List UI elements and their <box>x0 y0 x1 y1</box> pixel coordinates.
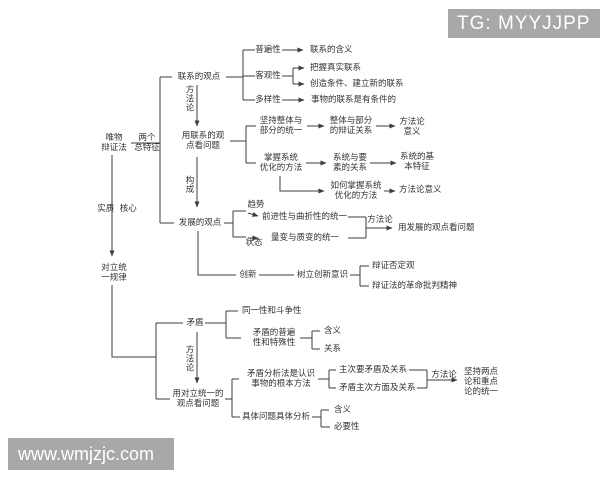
node-analysis-method: 矛盾分析法是认识 事物的根本方法 <box>246 369 316 389</box>
node-quantity-quality: 量变与质变的统一 <box>271 233 340 243</box>
node-identity-struggle: 同一性和斗争性 <box>242 306 302 316</box>
node-relation-1: 关系 <box>324 344 342 354</box>
arrow-connectors <box>109 47 458 384</box>
node-forward-twist: 前进性与曲折性的统一 <box>262 212 348 222</box>
plain-connectors <box>111 49 428 428</box>
node-root: 唯物 辩证法 <box>101 133 127 153</box>
node-method-meaning-1: 方法论 意义 <box>399 117 425 137</box>
node-major-minor: 主次要矛盾及关系 <box>339 365 408 375</box>
node-methodology-3: 方法论 <box>431 370 457 380</box>
node-opposites-law: 对立统 一规律 <box>101 263 127 283</box>
node-development-view: 发展的观点 <box>178 218 222 228</box>
watermark-website: www.wmjzjc.com <box>8 438 174 470</box>
watermark-telegram: TG: MYYJJPP <box>448 9 600 38</box>
node-use-opposites-view: 用对立统一的 观点看问题 <box>172 389 224 409</box>
node-trend: 趋势 <box>247 200 265 210</box>
node-connection-meaning: 联系的含义 <box>310 45 353 55</box>
node-whole-part-relation: 整体与部分 的辩证关系 <box>329 116 373 136</box>
node-connection-view: 联系的观点 <box>177 72 221 82</box>
node-constitute: 构 成 <box>185 176 195 195</box>
node-system-optimize: 掌握系统 优化的方法 <box>259 153 303 173</box>
node-use-connection-view: 用联系的观 点看问题 <box>181 131 225 151</box>
node-innovation: 创新 <box>239 270 257 280</box>
node-how-system-optimize: 如何掌握系统 优化的方法 <box>330 181 382 201</box>
node-two-points: 坚持两点 论和重点 论的统一 <box>464 367 499 397</box>
node-objectivity: 客观性 <box>255 71 281 81</box>
node-universal-special: 矛盾的普遍 性和特殊性 <box>252 328 296 348</box>
node-innovation-sense: 树立创新意识 <box>297 270 349 280</box>
node-whole-part-unity: 坚持整体与 部分的统一 <box>259 116 303 136</box>
node-methodology-vertical-1: 方 法 论 <box>185 85 195 114</box>
node-methodology-vertical-2: 方 法 论 <box>185 345 195 374</box>
node-system-features: 系统的基 本特征 <box>399 152 435 172</box>
node-system-element: 系统与要 素的关系 <box>332 153 368 173</box>
node-methodology-2: 方法论 <box>367 215 393 225</box>
node-principal-aspect: 矛盾主次方面及关系 <box>339 383 416 393</box>
node-grasp-real: 把握真实联系 <box>310 63 362 73</box>
node-method-meaning-2: 方法论意义 <box>399 185 442 195</box>
node-create-conditions: 创造条件、建立新的联系 <box>310 79 404 89</box>
node-necessity: 必要性 <box>334 422 360 432</box>
node-two-features: 两个 总特征 <box>134 133 160 153</box>
node-use-development-view: 用发展的观点看问题 <box>398 223 475 233</box>
node-universality: 普遍性 <box>255 45 281 55</box>
node-concrete-analysis: 具体问题具体分析 <box>242 412 311 422</box>
node-contradiction: 矛盾 <box>186 318 204 328</box>
node-essence-core: 实质 核心 <box>97 204 137 214</box>
node-diversity: 多样性 <box>255 95 281 105</box>
node-state: 状态 <box>245 238 263 248</box>
node-meaning-1: 含义 <box>324 326 342 336</box>
node-meaning-2: 含义 <box>334 405 352 415</box>
node-critical-spirit: 辩证法的革命批判精神 <box>372 281 458 291</box>
node-dialectic-negation: 辩证否定观 <box>372 261 415 271</box>
node-conditional: 事物的联系是有条件的 <box>311 95 397 105</box>
